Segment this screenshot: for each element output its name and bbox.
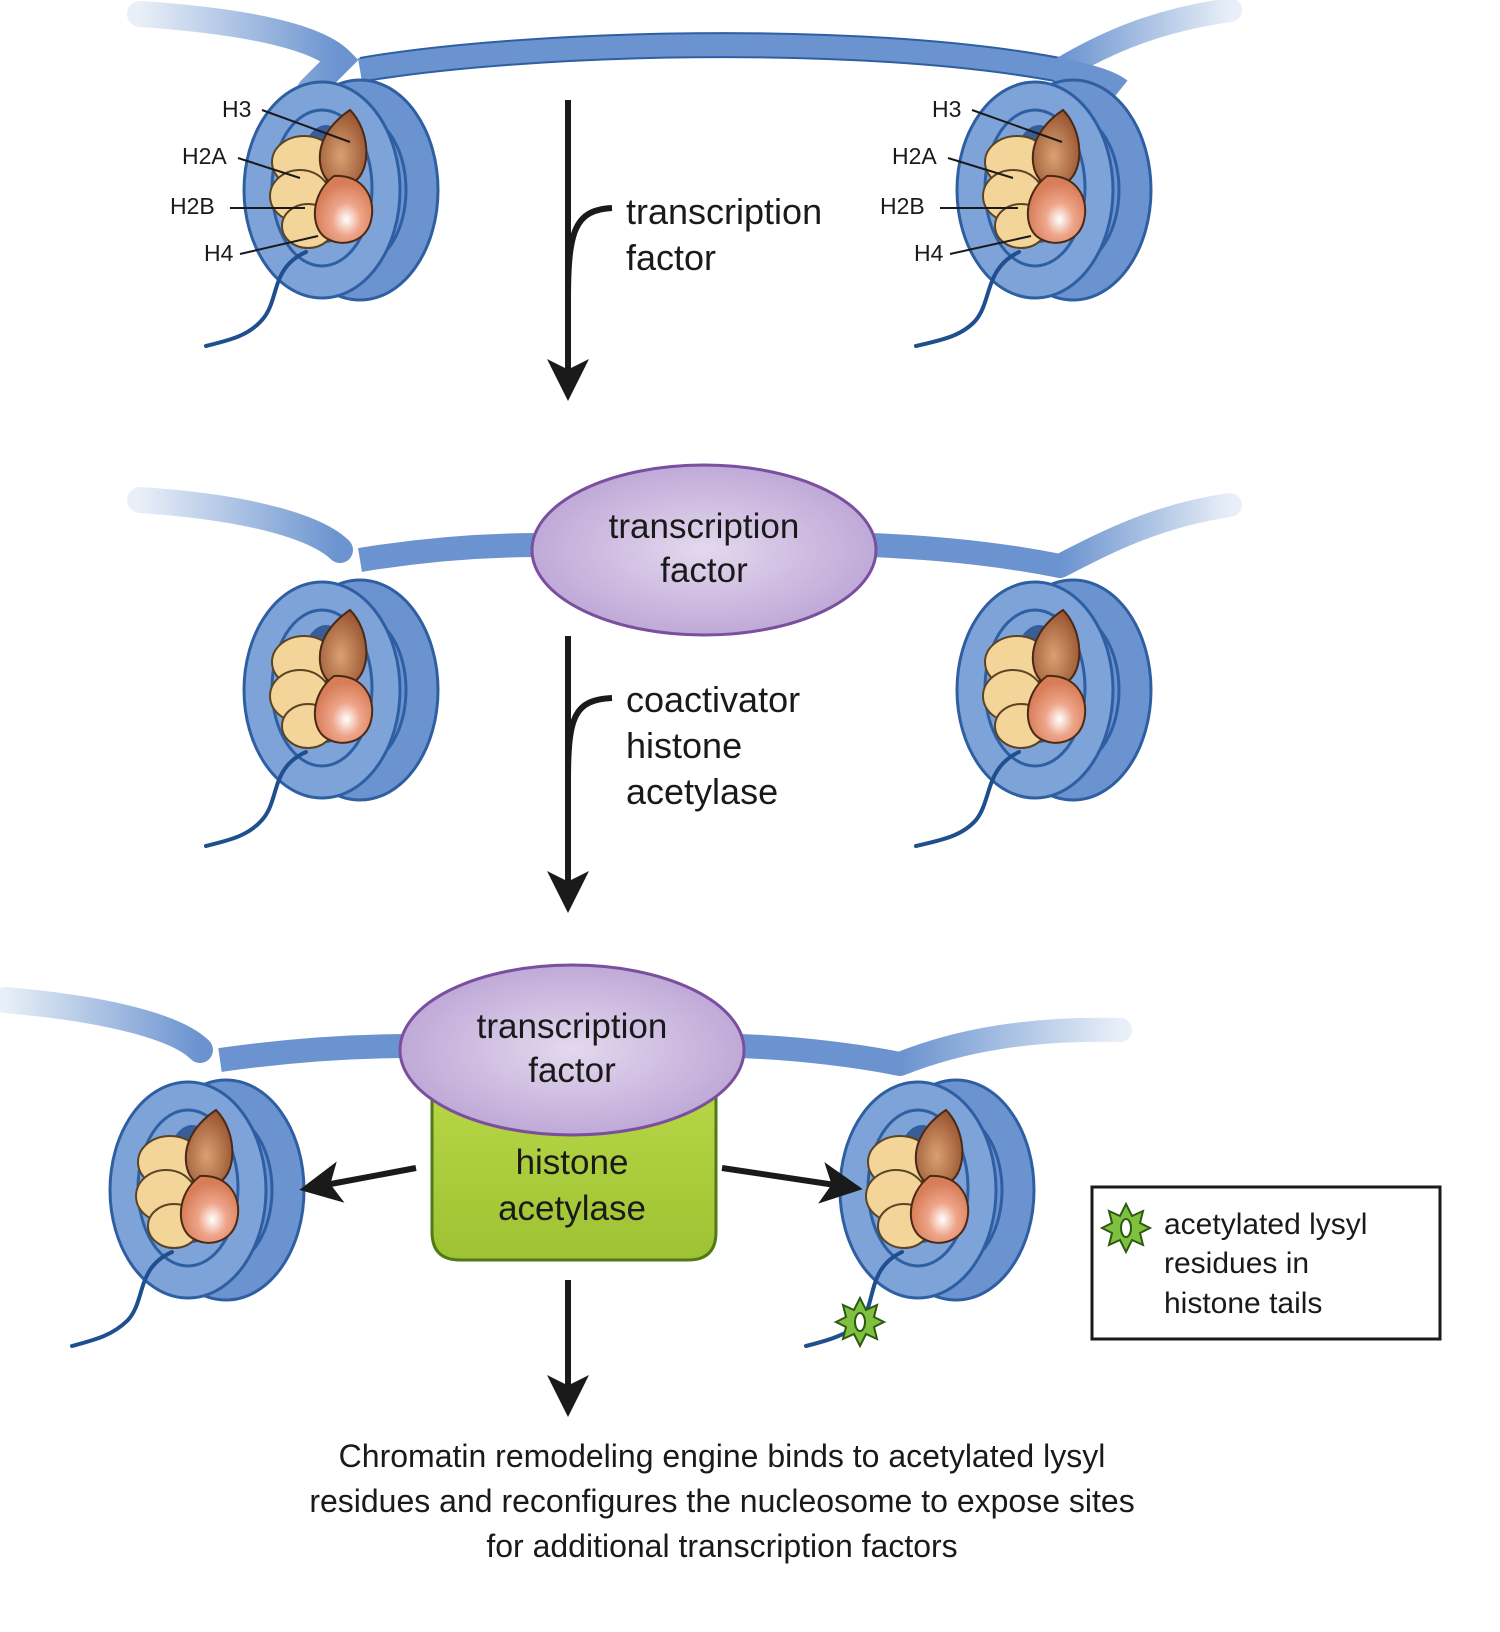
caption-line1: Chromatin remodeling engine binds to ace… <box>339 1438 1106 1474</box>
hat-label-line1: histone <box>516 1143 629 1182</box>
row-3-chromatin: histone acetylase transcription factor <box>0 963 1132 1349</box>
label-h3: H3 <box>222 96 251 122</box>
tf-label-line1: transcription <box>609 507 800 546</box>
histone-labels-left: H3 H2A H2B H4 <box>170 96 351 266</box>
transcription-factor-complex: transcription factor <box>398 963 746 1137</box>
step-2-label-line3: acetylase <box>626 771 778 812</box>
legend-line1: acetylated lysyl <box>1164 1208 1367 1241</box>
dna-strand <box>357 33 1128 100</box>
legend-line3: histone tails <box>1164 1287 1322 1320</box>
label-h4: H4 <box>204 240 234 266</box>
histone-acetylase-complex: histone acetylase <box>430 1088 718 1262</box>
tf-label-line2: factor <box>528 1051 616 1090</box>
acetyl-star-icon <box>833 1295 887 1349</box>
row-2-chromatin: transcription factor <box>127 463 1242 848</box>
histone-tail <box>204 250 308 348</box>
label-h2b: H2B <box>880 193 925 219</box>
step-1-label-line1: transcription <box>626 191 822 232</box>
nucleosome-left <box>242 578 440 802</box>
tf-label-line1: transcription <box>477 1007 668 1046</box>
legend-line2: residues in <box>1164 1247 1309 1280</box>
dna-strand <box>127 1 359 103</box>
nucleosome-right-acetylated <box>838 1078 1036 1302</box>
step-2-label-line1: coactivator <box>626 679 800 720</box>
hat-label-line2: acetylase <box>498 1189 646 1228</box>
histone-tail <box>70 1250 174 1348</box>
nucleosome-left <box>108 1078 306 1302</box>
step-1-label-line2: factor <box>626 237 716 278</box>
caption: Chromatin remodeling engine binds to ace… <box>309 1438 1134 1564</box>
histone-tail <box>914 250 1021 348</box>
label-h2b: H2B <box>170 193 215 219</box>
transcription-factor-complex: transcription factor <box>530 463 878 637</box>
nucleosome-right <box>955 78 1153 302</box>
step-2-arrow: coactivator histone acetylase <box>547 636 800 913</box>
histone-labels-right: H3 H2A H2B H4 <box>880 96 1063 266</box>
row-1-chromatin: H3 H2A H2B H4 H3 H2A H2B H4 <box>127 0 1242 348</box>
legend: acetylated lysyl residues in histone tai… <box>1090 1185 1442 1341</box>
histone-tail <box>204 750 308 848</box>
arrow-to-right-nucleosome <box>721 1162 863 1204</box>
histone-tail <box>914 750 1021 848</box>
label-h3: H3 <box>932 96 961 122</box>
step-1-arrow: transcription factor <box>547 100 822 401</box>
nucleosome-right <box>955 578 1153 802</box>
label-h2a: H2A <box>892 143 937 169</box>
caption-line3: for additional transcription factors <box>486 1528 957 1564</box>
tf-label-line2: factor <box>660 551 748 590</box>
arrow-to-left-nucleosome <box>299 1161 417 1203</box>
acetyl-star-icon <box>1099 1201 1153 1255</box>
step-2-label-line2: histone <box>626 725 742 766</box>
caption-line2: residues and reconfigures the nucleosome… <box>309 1483 1134 1519</box>
label-h2a: H2A <box>182 143 227 169</box>
label-h4: H4 <box>914 240 944 266</box>
